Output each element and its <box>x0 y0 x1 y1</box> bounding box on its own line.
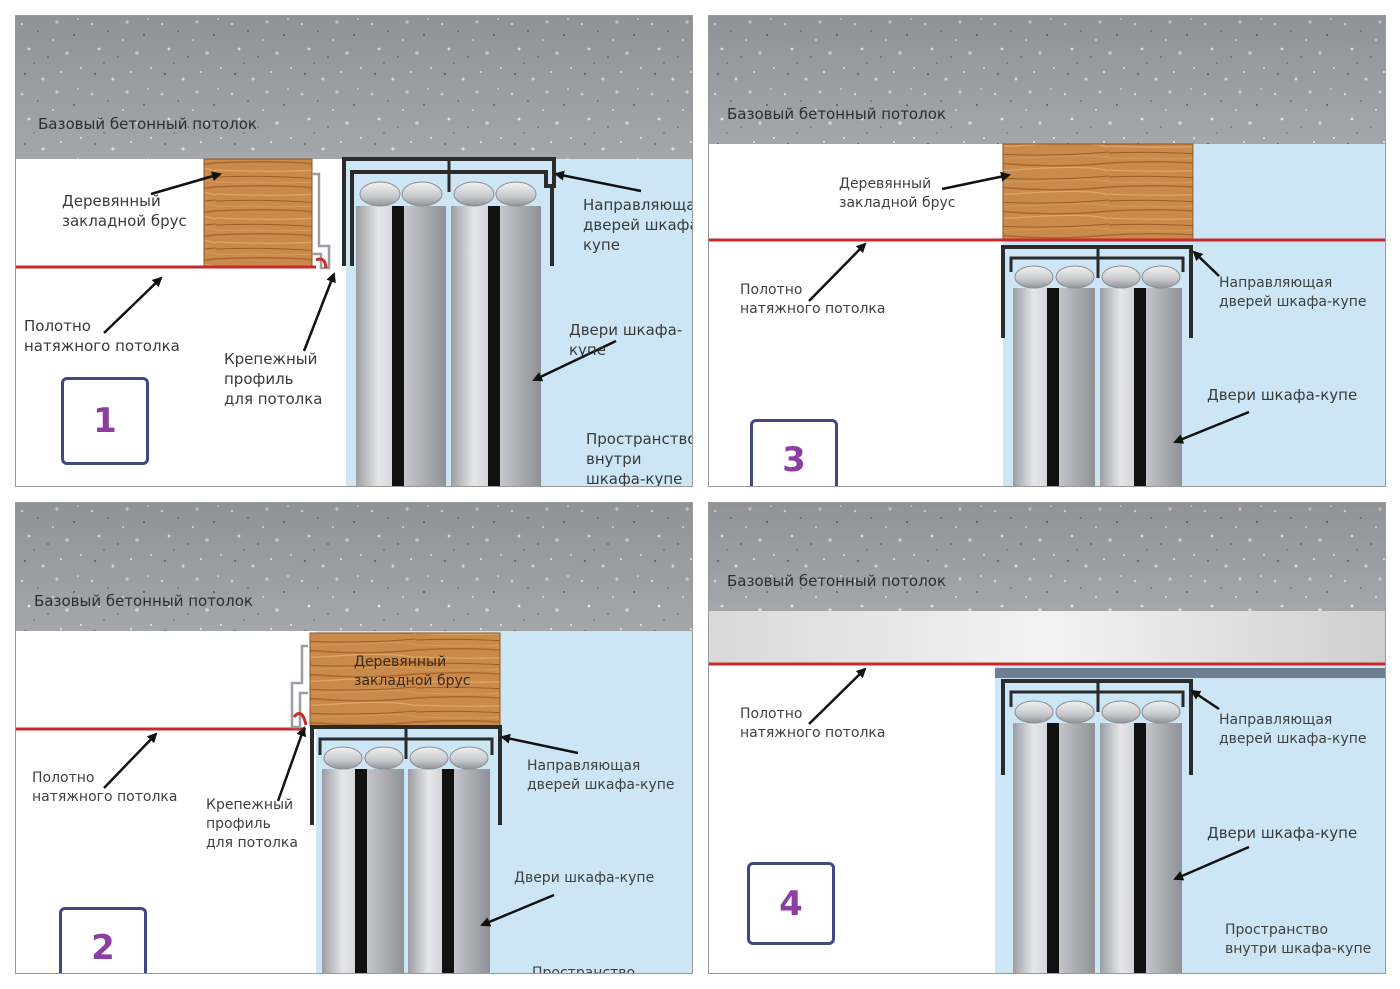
wood-beam <box>309 632 501 727</box>
diagram-panel-3: Базовый бетонный потолок Деревянный закл… <box>708 15 1386 487</box>
roller-wheel-icon <box>1141 265 1181 289</box>
ceiling-mount-strip <box>995 668 1385 678</box>
roller-wheel-icon <box>453 181 495 207</box>
space-label: Пространство <box>532 965 636 974</box>
roller-wheel-icon <box>449 746 489 770</box>
stretch-ceiling-label: Полотно натяжного потолка <box>740 282 886 317</box>
roller-wheel-icon <box>1055 265 1095 289</box>
black-arrow-icon <box>1173 410 1250 444</box>
doors-label: Двери шкафа-купе <box>569 321 683 359</box>
rail-label: Направляющая дверей шкафа-купе <box>1219 712 1367 747</box>
concrete-ceiling-label: Базовый бетонный потолок <box>727 105 946 123</box>
mount-profile <box>312 172 331 270</box>
doors-label: Двери шкафа-купе <box>1207 386 1358 404</box>
door-stripe <box>1134 723 1146 973</box>
black-arrow-icon <box>480 893 555 927</box>
door-stripe <box>442 769 454 973</box>
space-label: Пространство внутри шкафа-купе <box>1225 922 1372 957</box>
black-arrow-icon <box>808 667 867 725</box>
panel-3-drawing <box>709 16 1385 486</box>
black-arrow-icon <box>276 726 307 802</box>
mount-profile-label: Крепежный профиль для потолка <box>206 797 298 851</box>
roller-wheel-icon <box>409 746 449 770</box>
doors-label: Двери шкафа-купе <box>1207 824 1358 842</box>
space-label: Пространство внутри шкафа-купе <box>586 430 693 487</box>
roller-wheel-icon <box>1014 700 1054 724</box>
roller-wheel-icon <box>401 181 443 207</box>
wood-beam-label: Деревянный закладной брус <box>62 192 187 230</box>
concrete-ceiling-label: Базовый бетонный потолок <box>34 592 253 610</box>
step-number-badge: 4 <box>747 862 835 945</box>
panel-2-drawing <box>16 503 692 973</box>
roller-wheel-icon <box>364 746 404 770</box>
wardrobe-space <box>1194 144 1385 240</box>
door-stripe <box>488 206 500 486</box>
doors-label: Двери шкафа-купе <box>514 870 655 886</box>
wood-beam <box>203 158 313 267</box>
wood-beam-label: Деревянный закладной брус <box>354 654 471 689</box>
suspended-ceiling-block <box>709 611 1385 663</box>
black-arrow-icon <box>150 171 222 196</box>
step-number-badge: 2 <box>59 907 147 973</box>
step-number-badge: 3 <box>750 419 838 486</box>
black-arrow-icon <box>103 276 163 334</box>
rail-label: Направляющая дверей шкафа-купе <box>583 196 693 254</box>
concrete-ceiling-label: Базовый бетонный потолок <box>38 115 257 133</box>
door-stripe <box>1047 723 1059 973</box>
roller-wheel-icon <box>1014 265 1054 289</box>
wood-beam-label: Деревянный закладной брус <box>839 176 956 211</box>
diagram-panel-2: Базовый бетонный потолок Деревянный закл… <box>15 502 693 974</box>
door-stripe <box>1134 288 1146 486</box>
black-arrow-icon <box>554 170 642 193</box>
step-number-badge: 1 <box>61 377 149 465</box>
door-stripe <box>1047 288 1059 486</box>
roller-wheel-icon <box>495 181 537 207</box>
roller-wheel-icon <box>1101 700 1141 724</box>
black-arrow-icon <box>532 339 617 382</box>
mount-profile-label: Крепежный профиль для потолка <box>224 350 323 408</box>
roller-wheel-icon <box>1055 700 1095 724</box>
door-stripe <box>392 206 404 486</box>
black-arrow-icon <box>500 733 579 755</box>
rail-label: Направляющая дверей шкафа-купе <box>527 758 675 793</box>
roller-wheel-icon <box>359 181 401 207</box>
roller-wheel-icon <box>323 746 363 770</box>
black-arrow-icon <box>302 272 336 352</box>
rail-label: Направляющая дверей шкафа-купе <box>1219 275 1367 310</box>
stretch-ceiling-label: Полотно натяжного потолка <box>740 706 886 741</box>
black-arrow-icon <box>1192 250 1220 277</box>
roller-wheel-icon <box>1101 265 1141 289</box>
black-arrow-icon <box>808 242 867 302</box>
stretch-ceiling-label: Полотно натяжного потолка <box>24 317 180 355</box>
black-arrow-icon <box>103 732 158 789</box>
stretch-ceiling-label: Полотно натяжного потолка <box>32 770 178 805</box>
black-arrow-icon <box>1190 689 1220 711</box>
mount-profile <box>290 644 308 729</box>
black-arrow-icon <box>1173 845 1250 881</box>
door-stripe <box>355 769 367 973</box>
concrete-ceiling-label: Базовый бетонный потолок <box>727 572 946 590</box>
diagram-panel-4: Базовый бетонный потолок Полотно натяжно… <box>708 502 1386 974</box>
roller-wheel-icon <box>1141 700 1181 724</box>
diagram-panel-1: Базовый бетонный потолок Деревянный закл… <box>15 15 693 487</box>
wood-beam <box>1002 143 1194 241</box>
black-arrow-icon <box>941 171 1011 191</box>
panel-1-drawing <box>16 16 692 486</box>
